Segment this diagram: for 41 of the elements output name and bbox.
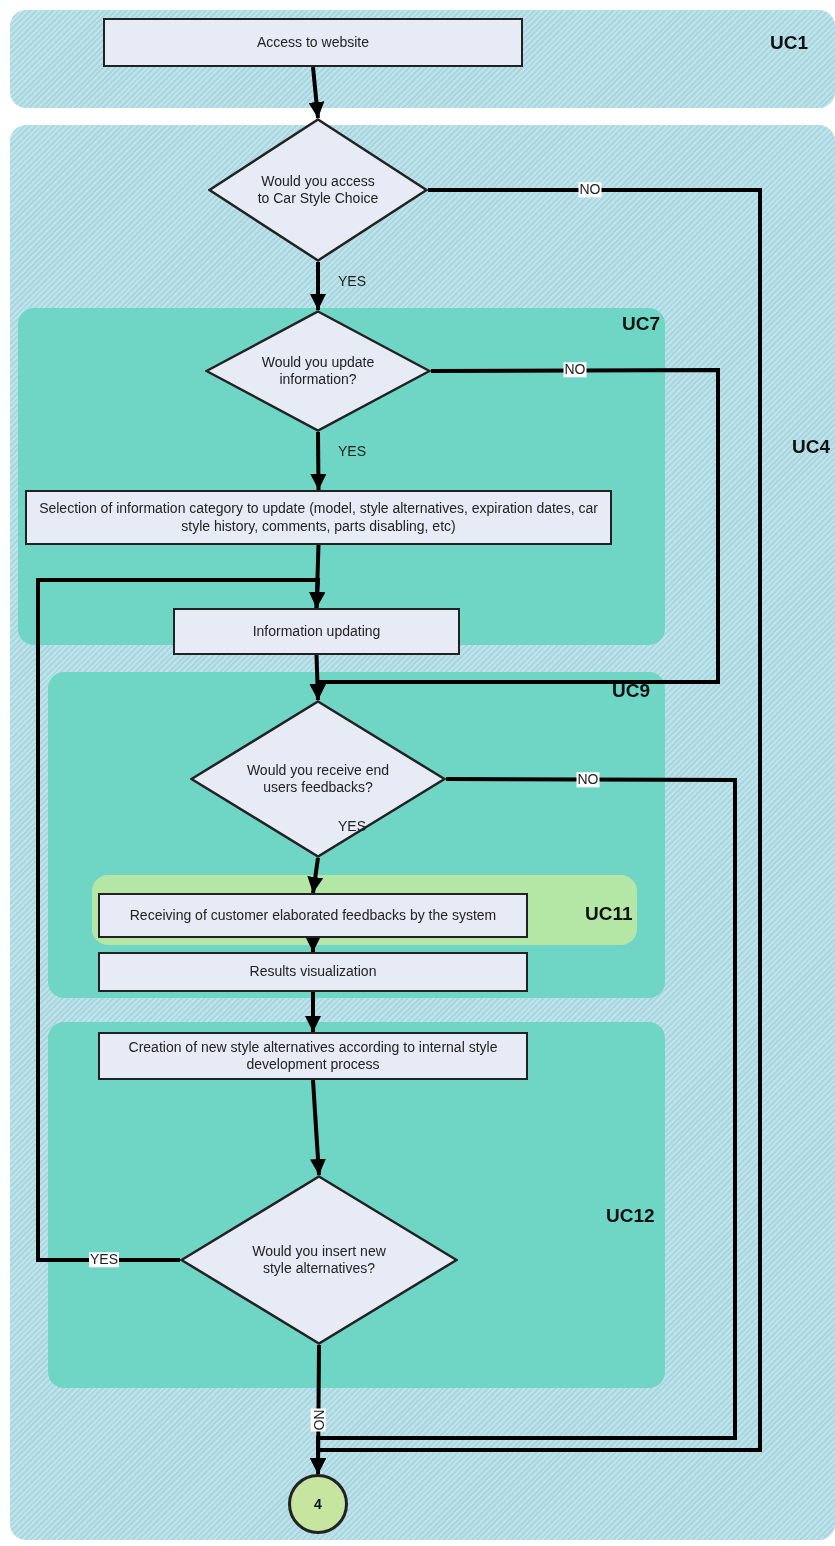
process-box: Receiving of customer elaborated feedbacks by the system <box>98 893 528 938</box>
decision-diamond <box>205 310 431 432</box>
region-label: UC7 <box>622 313 660 335</box>
edge-label: NO <box>563 362 587 378</box>
decision-text: Would you receive end users feedbacks? <box>245 761 391 797</box>
arrow <box>305 936 321 952</box>
edge-label: NO <box>576 772 600 788</box>
edge-label: YES <box>337 444 367 460</box>
decision-text: Would you update information? <box>260 353 376 389</box>
use-case-region <box>48 672 665 998</box>
process-box: Information updating <box>173 608 460 655</box>
process-box: Selection of information category to update (model, style alternatives, expiration dates, car style history, comments, parts disabling, etc) <box>25 490 612 545</box>
decision-diamond <box>180 1175 458 1345</box>
arrow <box>307 857 324 894</box>
process-box: Results visualization <box>98 952 528 992</box>
decision-diamond <box>208 118 428 262</box>
process-box: Creation of new style alternatives according to internal style development process <box>98 1032 528 1080</box>
connector-circle: 4 <box>288 1474 348 1534</box>
arrow <box>308 66 325 119</box>
edge-label: NO <box>310 1408 326 1432</box>
arrow <box>310 1079 326 1176</box>
region-label: UC4 <box>792 436 830 458</box>
decision-text: Would you access to Car Style Choice <box>256 172 380 208</box>
use-case-region <box>92 875 637 945</box>
arrow <box>36 578 326 1262</box>
arrow <box>310 432 327 490</box>
region-label: UC11 <box>585 903 633 925</box>
edge-label: YES <box>89 1252 119 1268</box>
decision-diamond <box>190 700 446 858</box>
arrow <box>309 654 326 701</box>
decision-text: Would you insert new style alternatives? <box>251 1242 387 1278</box>
region-label: UC9 <box>612 680 650 702</box>
use-case-region <box>10 10 835 108</box>
region-label: UC1 <box>770 32 808 54</box>
edge-label: NO <box>578 182 602 198</box>
arrow <box>305 992 321 1032</box>
arrow <box>310 262 326 310</box>
process-box: Access to website <box>103 18 523 67</box>
edge-label: YES <box>337 274 367 290</box>
region-label: UC12 <box>606 1205 655 1227</box>
use-case-region <box>48 1022 665 1388</box>
